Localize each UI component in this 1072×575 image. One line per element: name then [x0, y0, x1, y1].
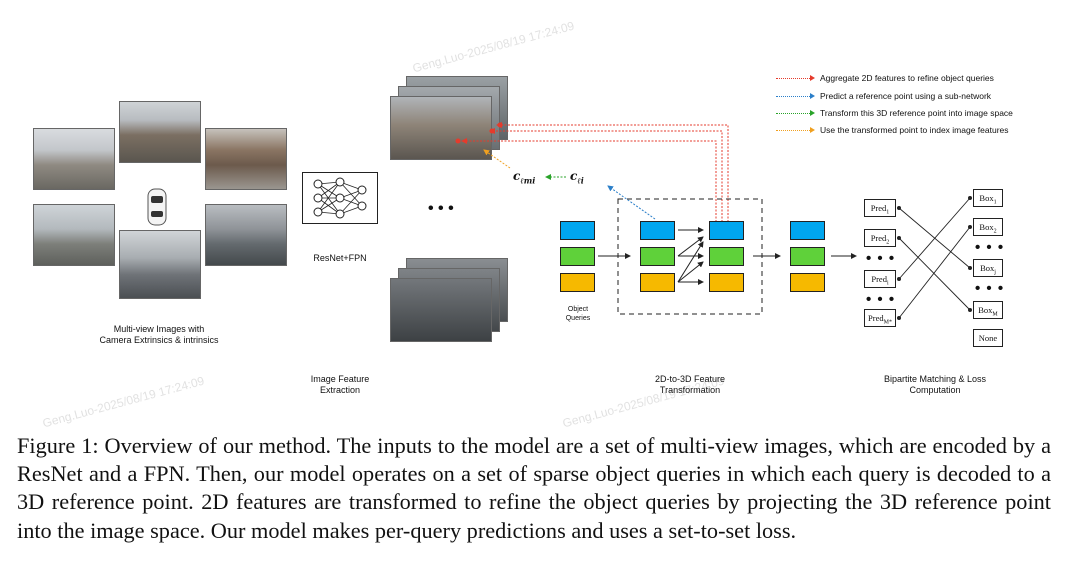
gt-box-label: Box	[980, 263, 995, 273]
symbol-c-lmi-base: c	[513, 169, 521, 183]
legend-label: Predict a reference point using a sub-ne…	[820, 91, 992, 101]
prediction-sub: 1	[886, 209, 890, 216]
query-feature-green	[640, 247, 675, 266]
symbol-c-li: cℓi	[570, 169, 584, 185]
backbone-network-icon	[302, 172, 378, 224]
gt-box-label: Box	[979, 222, 994, 232]
camera-image-back-left	[33, 204, 115, 266]
prediction-box: Pred1	[864, 199, 896, 217]
symbol-c-lmi-sub: ℓmi	[520, 175, 536, 186]
prediction-sub: i	[886, 280, 889, 287]
query-feature-blue	[790, 221, 825, 240]
stage-label-matching: Bipartite Matching & Loss Computation	[883, 374, 987, 395]
gt-box: Box1	[973, 189, 1003, 207]
camera-image-back	[119, 230, 201, 299]
query-feature-yellow	[790, 273, 825, 292]
ellipsis-dots: • • •	[428, 200, 454, 217]
prediction-sub: M*	[883, 319, 892, 326]
symbol-c-lmi: cℓmi	[513, 169, 535, 185]
prediction-box: PredM*	[864, 309, 896, 327]
prediction-label: Pred	[870, 203, 887, 213]
gt-box: BoxM	[973, 301, 1003, 319]
gt-box-none: None	[973, 329, 1003, 347]
query-feature-blue	[640, 221, 675, 240]
connector-arrows	[455, 122, 972, 320]
prediction-label: Pred	[870, 233, 887, 243]
gt-box-sub: j	[994, 269, 996, 276]
camera-image-front	[119, 101, 201, 163]
symbol-c-li-base: c	[570, 169, 578, 183]
gt-box: Boxj	[973, 259, 1003, 277]
prediction-box: Predi	[864, 270, 896, 288]
gt-box-sub: 2	[993, 228, 997, 235]
gt-box: Box2	[973, 218, 1003, 236]
figure-caption: Figure 1: Overview of our method. The in…	[17, 433, 1051, 543]
prediction-label: Pred	[868, 313, 884, 323]
query-feature-green	[560, 247, 595, 266]
gt-box-sub: 1	[993, 199, 997, 206]
feature-map	[390, 96, 492, 160]
query-feature-green	[790, 247, 825, 266]
gt-box-label: Box	[979, 193, 994, 203]
query-feature-yellow	[560, 273, 595, 292]
camera-image-back-right	[205, 204, 287, 266]
legend-item-aggregate: Aggregate 2D features to refine object q…	[776, 73, 1066, 85]
legend-item-index: Use the transformed point to index image…	[776, 125, 1066, 137]
stage-label-feature-extraction: Image Feature Extraction	[310, 374, 370, 395]
ego-car-icon	[147, 188, 167, 226]
legend-item-transform: Transform this 3D reference point into i…	[776, 108, 1066, 120]
backbone-label: ResNet+FPN	[313, 253, 367, 263]
prediction-label: Pred	[871, 274, 887, 284]
stage-label-transformation: 2D-to-3D Feature Transformation	[654, 374, 726, 395]
ellipsis-dots: • • •	[975, 239, 1005, 256]
ellipsis-dots: • • •	[975, 280, 1005, 297]
object-queries-label: Object Queries	[565, 306, 591, 322]
camera-image-front-right	[205, 128, 287, 190]
feature-map	[390, 278, 492, 342]
legend-label: Use the transformed point to index image…	[820, 125, 1009, 135]
legend-label: Aggregate 2D features to refine object q…	[820, 73, 994, 83]
gt-box-sub: M	[992, 311, 998, 318]
legend-item-predict: Predict a reference point using a sub-ne…	[776, 91, 1066, 103]
gt-box-label: None	[978, 333, 998, 343]
prediction-box: Pred2	[864, 229, 896, 247]
multiview-images-label: Multi-view Images with Camera Extrinsics…	[99, 324, 219, 345]
query-feature-yellow	[709, 273, 744, 292]
query-feature-yellow	[640, 273, 675, 292]
query-feature-blue	[709, 221, 744, 240]
gt-box-label: Box	[978, 305, 993, 315]
query-feature-blue	[560, 221, 595, 240]
symbol-c-li-sub: ℓi	[577, 175, 584, 186]
legend-label: Transform this 3D reference point into i…	[820, 108, 1013, 118]
camera-image-front-left	[33, 128, 115, 190]
query-feature-green	[709, 247, 744, 266]
prediction-sub: 2	[886, 239, 890, 246]
ellipsis-dots: • • •	[866, 250, 896, 267]
ellipsis-dots: • • •	[866, 291, 896, 308]
